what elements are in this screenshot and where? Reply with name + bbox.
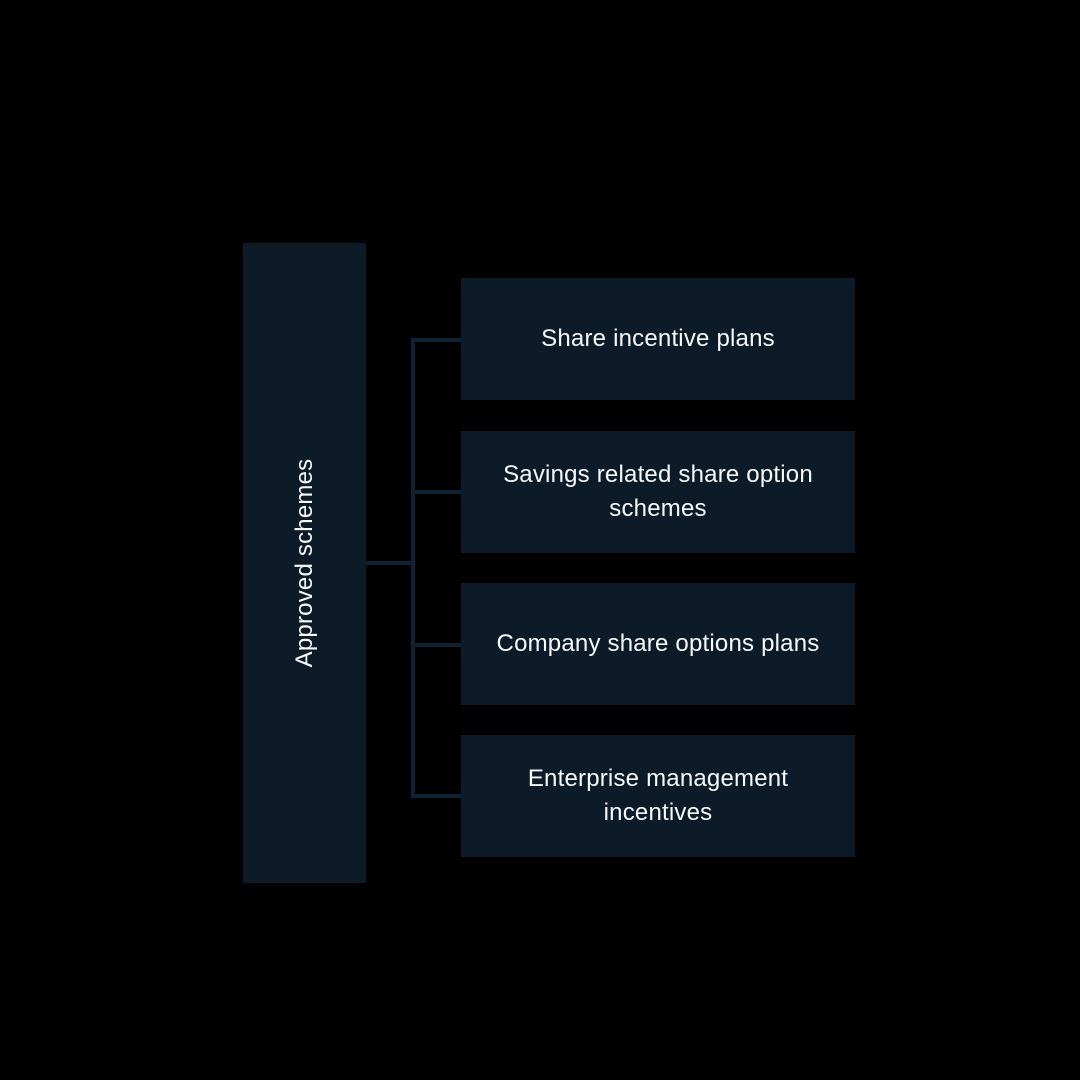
connector-branch-savings-related	[411, 490, 461, 494]
child-node-label: Share incentive plans	[541, 325, 775, 352]
root-node-approved-schemes: Approved schemes	[243, 243, 366, 883]
child-node-label: Savings related share option schemes	[503, 461, 813, 522]
child-node-label: Enterprise management incentives	[527, 765, 789, 826]
child-node-savings-related-share-option-schemes: Savings related share option schemes	[461, 431, 855, 553]
connector-branch-enterprise-management	[411, 794, 461, 798]
root-node-label: Approved schemes	[290, 458, 318, 668]
child-node-company-share-options-plans: Company share options plans	[461, 583, 855, 705]
connector-branch-share-incentive-plans	[411, 338, 461, 342]
connector-root-stem	[366, 561, 415, 565]
child-node-share-incentive-plans: Share incentive plans	[461, 278, 855, 400]
child-node-label: Company share options plans	[496, 630, 820, 657]
connector-trunk	[411, 338, 415, 798]
child-node-enterprise-management-incentives: Enterprise management incentives	[461, 735, 855, 857]
connector-branch-company-share-options	[411, 643, 461, 647]
